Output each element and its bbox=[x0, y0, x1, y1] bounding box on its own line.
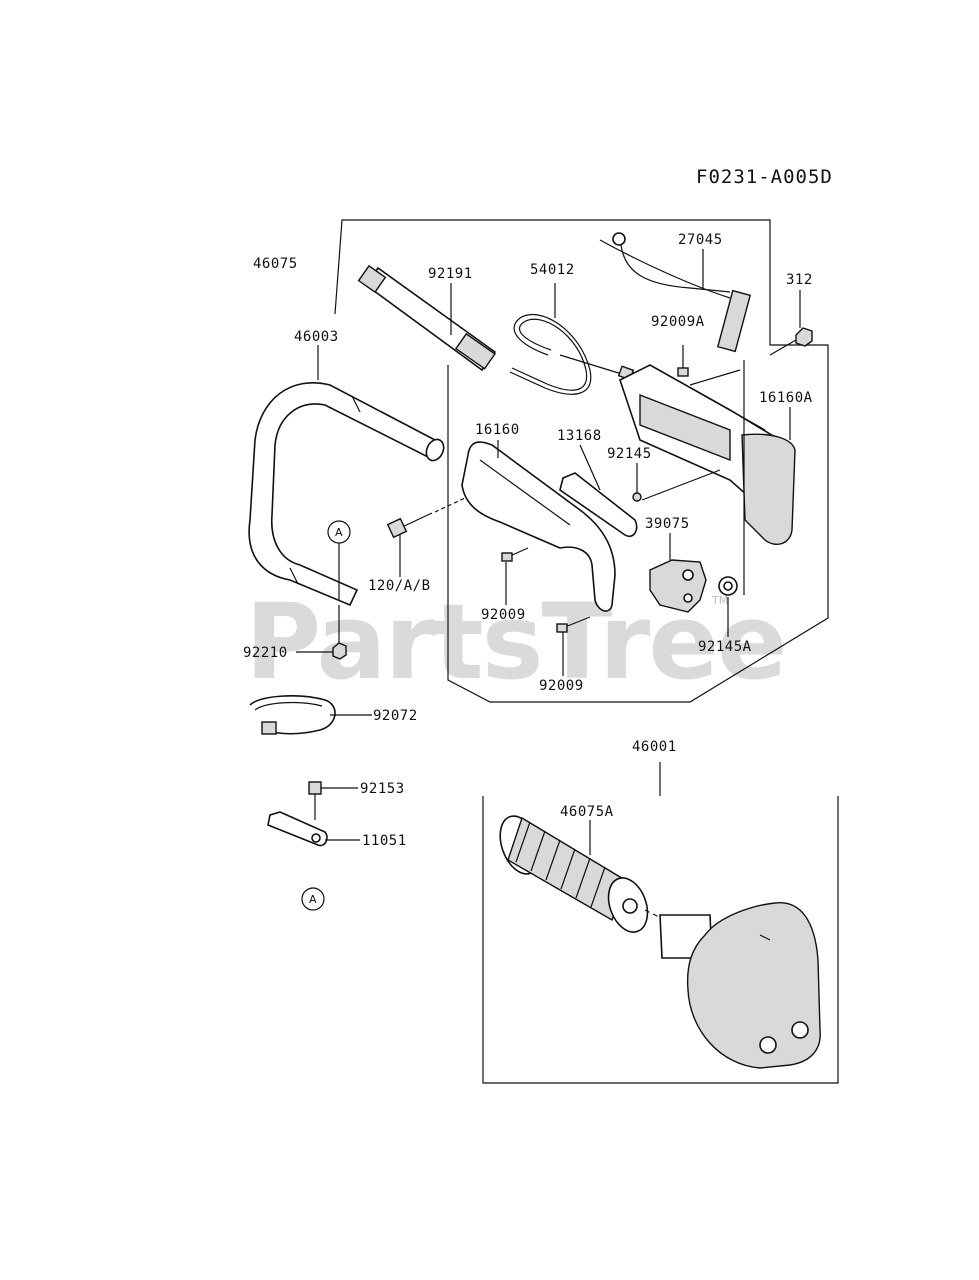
bolt-120AB bbox=[386, 512, 433, 539]
label-92072: 92072 bbox=[373, 708, 418, 724]
label-92009-a: 92009 bbox=[481, 607, 526, 623]
nut-312 bbox=[795, 327, 813, 347]
label-11051: 11051 bbox=[362, 833, 407, 849]
clamp-16160 bbox=[461, 441, 616, 612]
label-46001: 46001 bbox=[632, 739, 677, 755]
svg-text:A: A bbox=[309, 893, 317, 906]
label-92145: 92145 bbox=[607, 446, 652, 462]
label-92145A: 92145A bbox=[698, 639, 752, 655]
washer-92145A bbox=[718, 576, 738, 596]
handle-cover-16160A bbox=[741, 433, 796, 546]
label-46075: 46075 bbox=[253, 256, 298, 272]
label-120AB: 120/A/B bbox=[368, 578, 431, 594]
screw-92009-b bbox=[556, 616, 591, 633]
part-labels: 46075 46003 92191 54012 27045 312 92009A… bbox=[243, 232, 813, 849]
plate-11051 bbox=[267, 811, 328, 847]
label-46075A: 46075A bbox=[560, 804, 614, 820]
label-92009-b: 92009 bbox=[539, 678, 584, 694]
label-92210: 92210 bbox=[243, 645, 288, 661]
label-13168: 13168 bbox=[557, 428, 602, 444]
stop-switch-wire-27045 bbox=[599, 232, 752, 353]
label-54012: 54012 bbox=[530, 262, 575, 278]
assembly-outline-top bbox=[334, 219, 829, 703]
callout-a-lower bbox=[301, 887, 325, 911]
label-92009A: 92009A bbox=[651, 314, 705, 330]
spring-92145 bbox=[632, 492, 642, 502]
label-39075: 39075 bbox=[645, 516, 690, 532]
label-92153: 92153 bbox=[360, 781, 405, 797]
grip-housing-46001 bbox=[659, 902, 821, 1069]
label-16160A: 16160A bbox=[759, 390, 813, 406]
lever-13168 bbox=[559, 472, 638, 538]
handle-bar-46003 bbox=[248, 382, 445, 607]
label-46003: 46003 bbox=[294, 329, 339, 345]
label-27045: 27045 bbox=[678, 232, 723, 248]
screw-92009A bbox=[677, 345, 689, 377]
assembly-outline-grip bbox=[482, 796, 839, 1084]
throttle-cable-54012 bbox=[509, 313, 635, 395]
svg-text:A: A bbox=[335, 526, 343, 539]
switch-39075 bbox=[649, 559, 707, 613]
band-92072 bbox=[249, 695, 336, 735]
bolt-92153 bbox=[308, 781, 322, 820]
label-92191: 92191 bbox=[428, 266, 473, 282]
watermark-tm: TM bbox=[711, 594, 728, 607]
shaft-tube-92191 bbox=[357, 264, 497, 372]
diagram-code: F0231-A005D bbox=[696, 166, 833, 188]
label-16160: 16160 bbox=[475, 422, 520, 438]
label-312: 312 bbox=[786, 272, 813, 288]
screw-92009-a bbox=[501, 547, 529, 562]
grip-sleeve-46075A bbox=[499, 815, 649, 933]
